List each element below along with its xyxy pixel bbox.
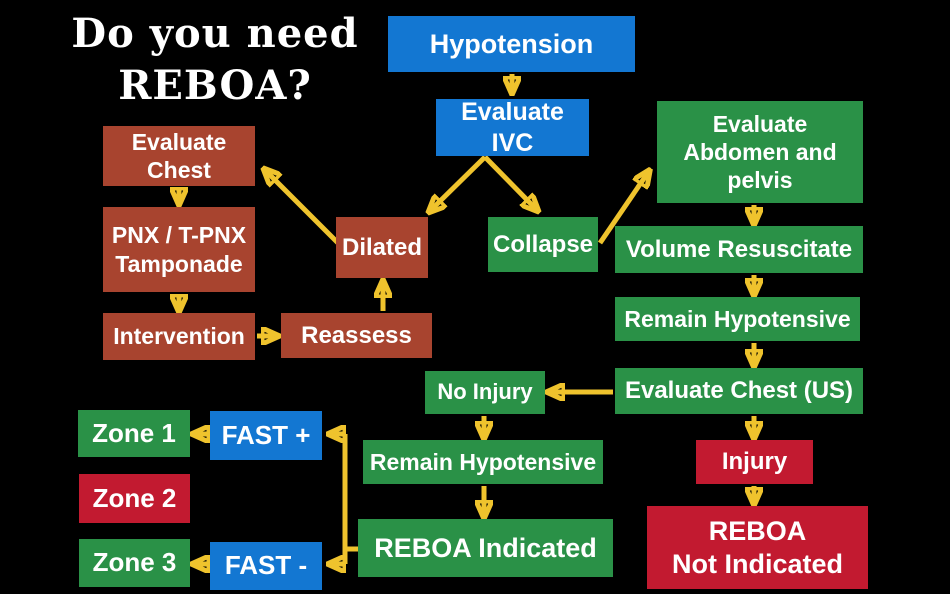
page-title: Do you need REBOA? bbox=[71, 10, 359, 109]
node-volume-resuscitate: Volume Resuscitate bbox=[615, 226, 863, 273]
node-fast-minus: FAST - bbox=[210, 542, 322, 590]
node-evaluate-abdomen: Evaluate Abdomen and pelvis bbox=[657, 101, 863, 203]
node-evaluate-chest: Evaluate Chest bbox=[103, 126, 255, 186]
node-zone-1: Zone 1 bbox=[78, 410, 190, 457]
node-hypotension: Hypotension bbox=[388, 16, 635, 72]
node-zone-2: Zone 2 bbox=[79, 474, 190, 523]
arrow-ivc-to-dilated bbox=[432, 155, 487, 209]
node-no-injury: No Injury bbox=[425, 371, 545, 414]
node-reassess: Reassess bbox=[281, 313, 432, 358]
node-remain-hypotensive-mid: Remain Hypotensive bbox=[363, 440, 603, 484]
node-remain-hypotensive-right: Remain Hypotensive bbox=[615, 297, 860, 341]
connector-reboa-indicated-to-fast bbox=[342, 434, 358, 564]
node-intervention: Intervention bbox=[103, 313, 255, 360]
node-zone-3: Zone 3 bbox=[79, 539, 190, 587]
node-evaluate-ivc: Evaluate IVC bbox=[436, 98, 589, 157]
node-pnx-tamponade: PNX / T-PNX Tamponade bbox=[103, 207, 255, 292]
node-collapse: Collapse bbox=[488, 217, 598, 272]
arrow-ivc-to-collapse bbox=[483, 155, 535, 208]
node-reboa-indicated: REBOA Indicated bbox=[358, 519, 613, 577]
node-dilated: Dilated bbox=[336, 217, 428, 278]
node-evaluate-chest-us: Evaluate Chest (US) bbox=[615, 368, 863, 414]
node-fast-plus: FAST + bbox=[210, 411, 322, 460]
node-injury: Injury bbox=[696, 440, 813, 484]
node-reboa-not-indicated: REBOA Not Indicated bbox=[647, 506, 868, 589]
arrow-dilated-to-evaluate-chest bbox=[267, 172, 340, 245]
